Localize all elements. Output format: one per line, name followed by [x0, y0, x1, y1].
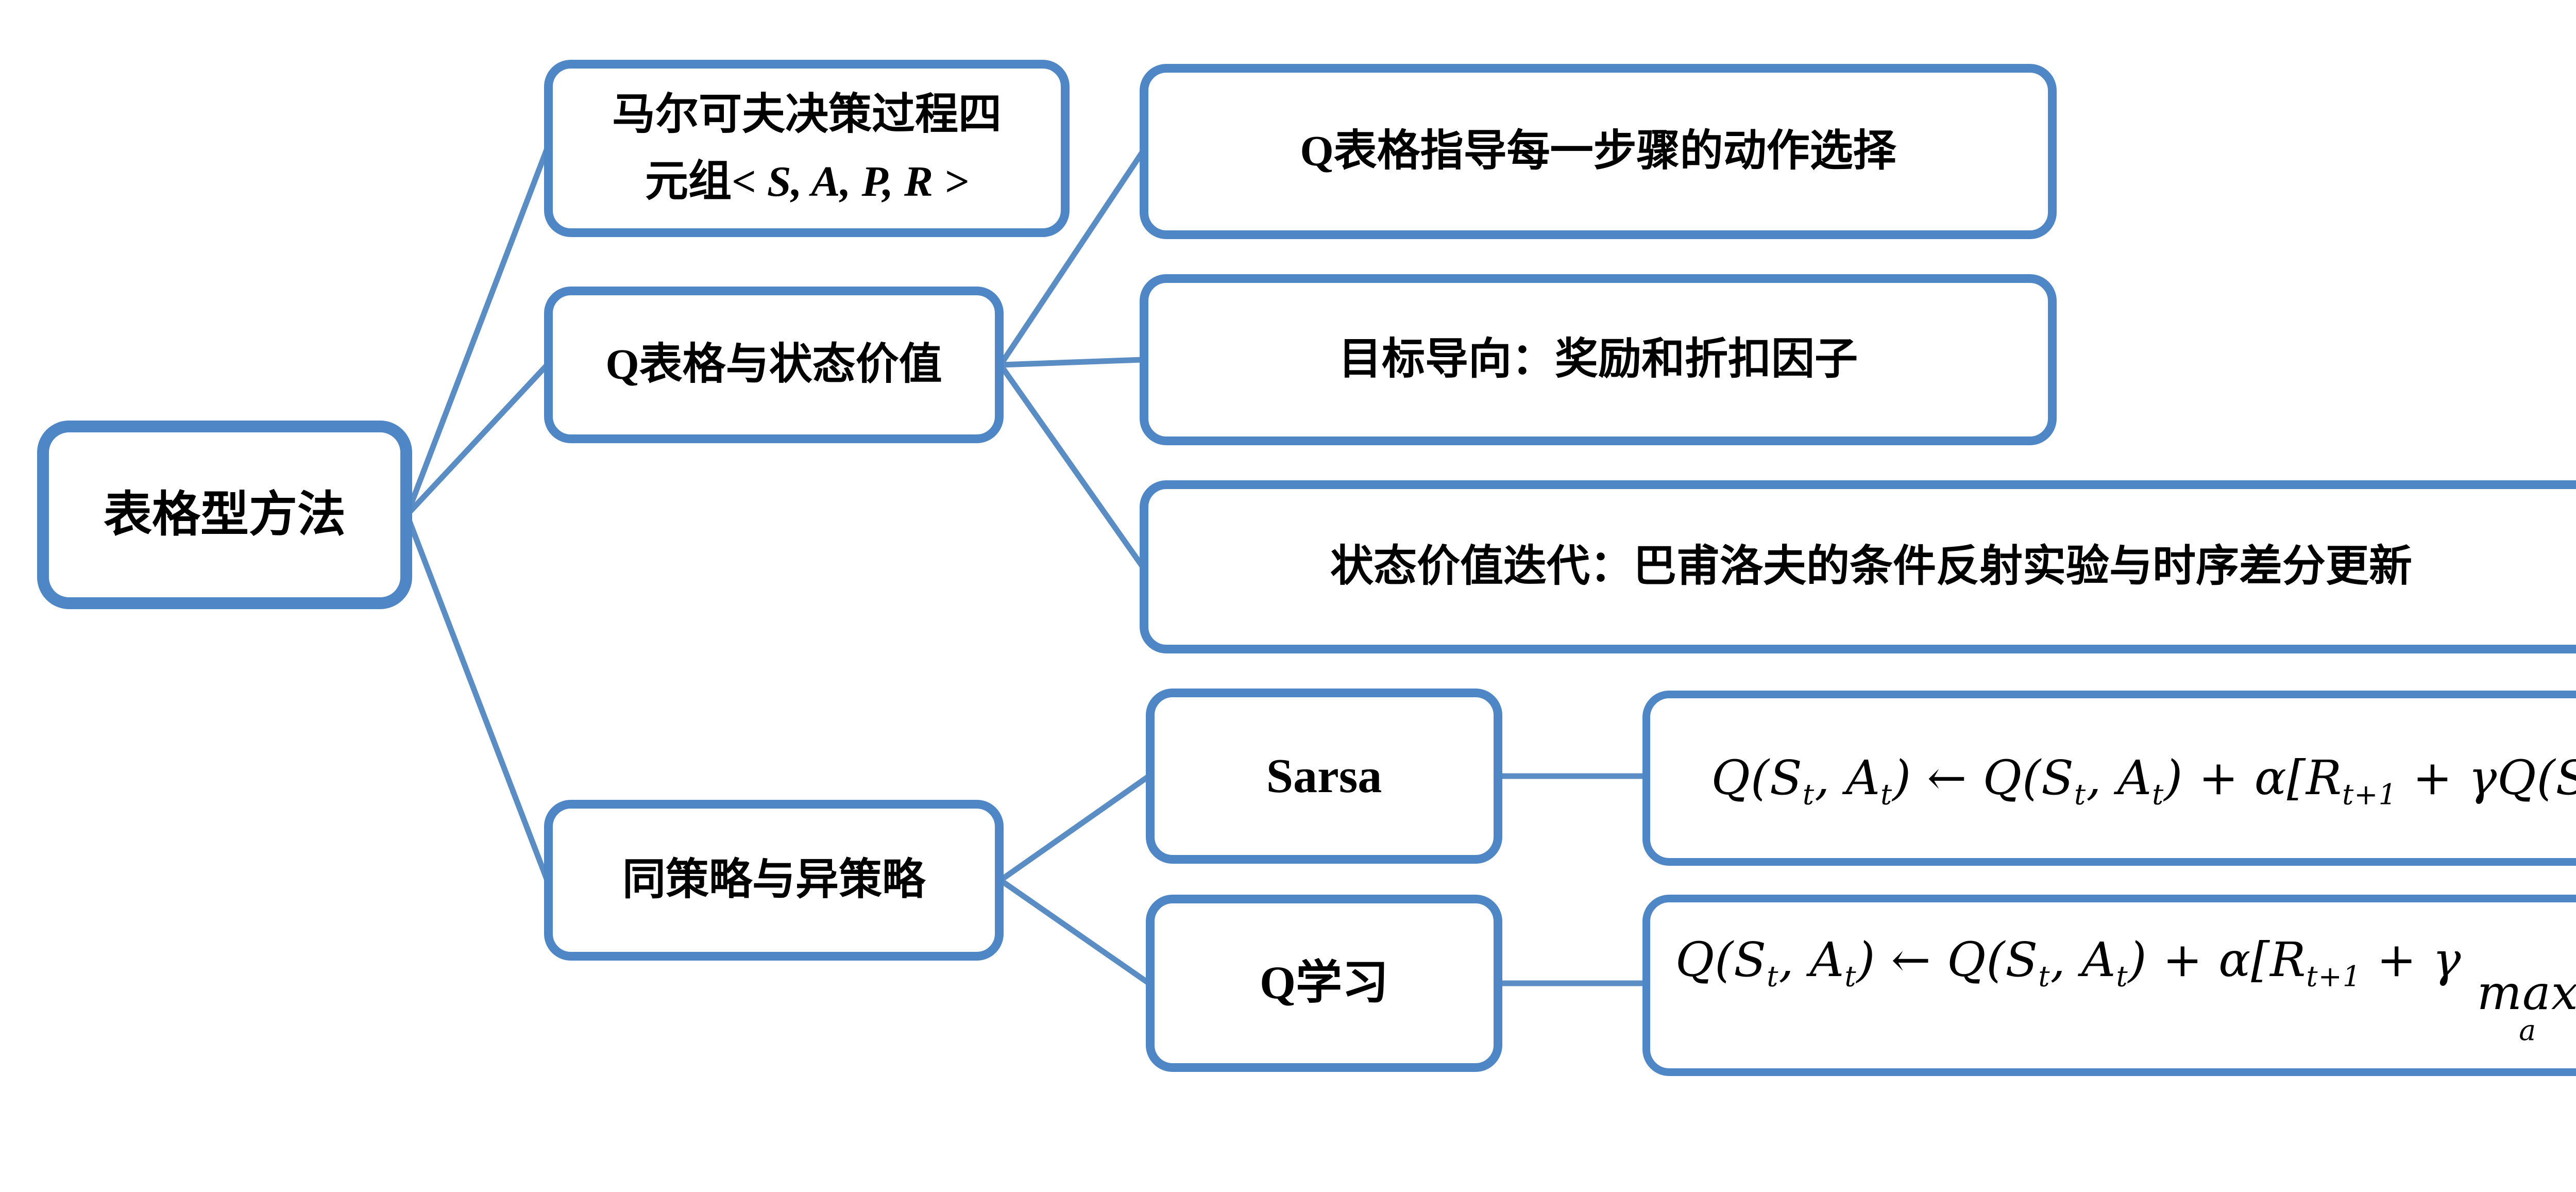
node-q-learning: Q学习 [1146, 895, 1502, 1072]
node-tabular-methods: 表格型方法 [37, 421, 412, 609]
connector-qtable-to-c2 [997, 357, 1146, 368]
connector-root-to-policy [404, 512, 550, 883]
connector-root-to-qtable [404, 362, 550, 518]
node-mdp-four-tuple-label: 马尔可夫决策过程四元组< S, A, P, R > [612, 90, 1002, 206]
sarsa-update-formula-text: Q(St, At) ← Q(St, At) + α[Rt+1 + γQ(St+1… [1711, 750, 2576, 812]
node-goal-oriented-reward-discount-label: 目标导向：奖励和折扣因子 [1338, 335, 1858, 384]
node-on-policy-and-off-policy: 同策略与异策略 [544, 800, 1004, 961]
node-goal-oriented-reward-discount: 目标导向：奖励和折扣因子 [1140, 274, 2057, 445]
connector-policy-to-sarsa [997, 773, 1152, 883]
node-sarsa-update-formula: Q(St, At) ← Q(St, At) + α[Rt+1 + γQ(St+1… [1642, 691, 2576, 866]
connector-qtable-to-c1 [997, 148, 1146, 368]
connector-root-to-mdp [404, 145, 550, 518]
connector-qtable-to-c3 [997, 362, 1146, 570]
node-q-table-and-state-value: Q表格与状态价值 [544, 287, 1004, 443]
node-q-table-guides-action-selection: Q表格指导每一步骤的动作选择 [1140, 64, 2057, 239]
node-q-table-guides-action-selection-label: Q表格指导每一步骤的动作选择 [1300, 127, 1896, 176]
node-q-learning-label: Q学习 [1259, 957, 1388, 1009]
node-on-policy-and-off-policy-label: 同策略与异策略 [622, 856, 925, 904]
node-mdp-four-tuple: 马尔可夫决策过程四元组< S, A, P, R > [544, 60, 1070, 237]
connector-policy-to-qlearn [997, 877, 1152, 986]
node-state-value-iteration-label: 状态价值迭代：巴甫洛夫的条件反射实验与时序差分更新 [1330, 543, 2412, 591]
node-q-table-and-state-value-label: Q表格与状态价值 [605, 341, 942, 389]
node-state-value-iteration: 状态价值迭代：巴甫洛夫的条件反射实验与时序差分更新 [1140, 480, 2576, 653]
node-sarsa: Sarsa [1146, 689, 1502, 864]
node-tabular-methods-label: 表格型方法 [103, 488, 346, 542]
node-sarsa-label: Sarsa [1266, 749, 1382, 803]
